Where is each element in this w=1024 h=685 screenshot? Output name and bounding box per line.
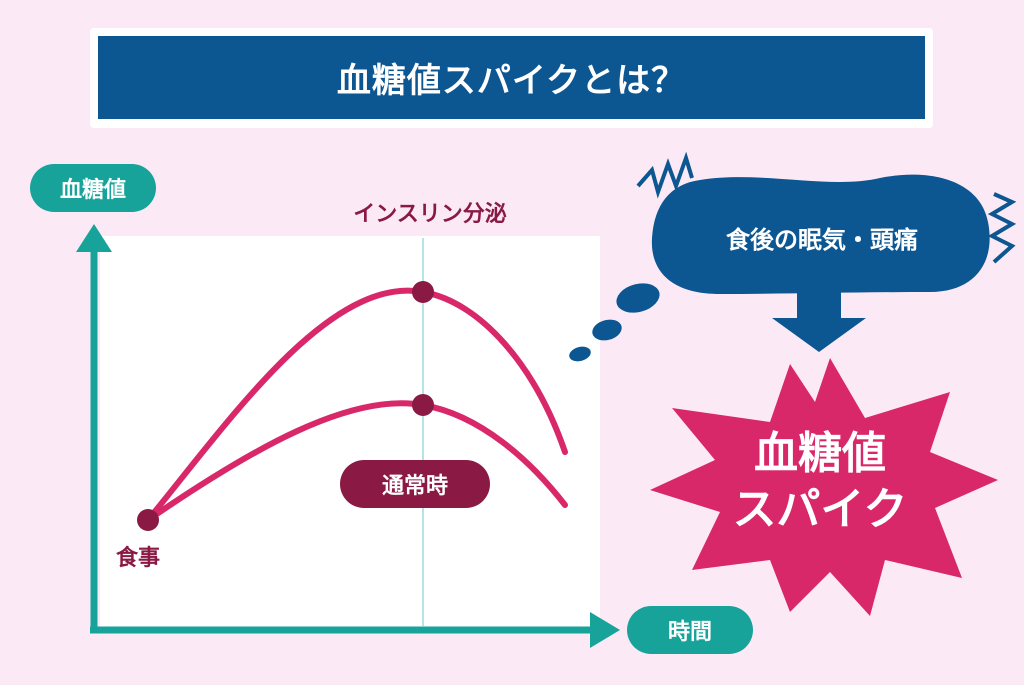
thought-cloud bbox=[651, 174, 990, 294]
down-arrow-shaft bbox=[797, 280, 841, 324]
thought-dot-large bbox=[616, 283, 660, 313]
x-axis-arrow-icon bbox=[590, 612, 620, 648]
normal-peak-point bbox=[412, 394, 434, 416]
x-axis-label: 時間 bbox=[627, 606, 753, 654]
normal-curve bbox=[145, 400, 568, 523]
spike-peak-point bbox=[412, 281, 434, 303]
spike-label-line1: 血糖値 bbox=[754, 428, 886, 479]
page-title: 血糖値スパイクとは？ bbox=[98, 36, 925, 119]
chart-area bbox=[100, 236, 600, 628]
thought-text: 食後の眠気・頭痛 bbox=[726, 226, 918, 254]
spike-curve bbox=[145, 287, 568, 523]
meal-point bbox=[137, 509, 159, 531]
spike-label: 血糖値 スパイク bbox=[690, 426, 950, 538]
spike-label-line2: スパイク bbox=[732, 484, 908, 535]
stress-mark-icon bbox=[636, 151, 694, 199]
down-arrow-icon bbox=[772, 318, 866, 352]
thought-dot-medium bbox=[592, 319, 622, 341]
insulin-label: インスリン分泌 bbox=[353, 202, 507, 227]
y-axis-label: 血糖値 bbox=[30, 164, 156, 212]
normal-label: 通常時 bbox=[340, 460, 490, 508]
meal-label: 食事 bbox=[116, 546, 161, 571]
stress-mark-icon bbox=[987, 192, 1017, 264]
y-axis-arrow-icon bbox=[76, 224, 112, 252]
thought-dot-small bbox=[569, 346, 591, 362]
spike-burst bbox=[650, 358, 998, 616]
